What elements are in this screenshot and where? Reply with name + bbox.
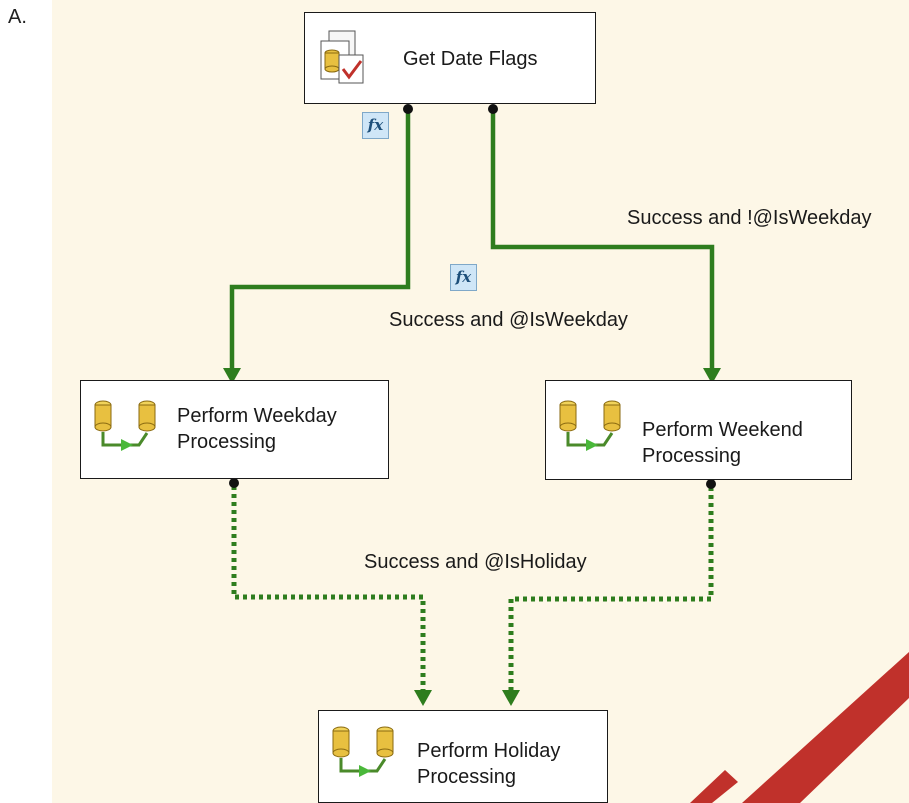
task-perform-weekend-processing[interactable]: Perform Weekend Processing xyxy=(545,380,852,480)
constraint-label-weekend: Success and !@IsWeekday xyxy=(627,207,872,229)
task-label: Perform Holiday Processing xyxy=(417,740,561,788)
expression-fx-icon: fx xyxy=(450,264,477,291)
arrowhead-icon xyxy=(502,690,520,706)
connector-weekday[interactable] xyxy=(223,104,413,384)
task-label: Perform Weekday Processing xyxy=(177,405,337,453)
task-perform-weekday-processing[interactable]: Perform Weekday Processing xyxy=(80,380,389,479)
connector-origin-dot xyxy=(488,104,498,114)
connector-weekend-to-holiday[interactable] xyxy=(502,479,716,706)
data-flow-task-icon xyxy=(559,400,621,451)
option-label: A. xyxy=(8,6,27,28)
task-perform-holiday-processing[interactable]: Perform Holiday Processing xyxy=(318,710,608,803)
task-get-date-flags[interactable]: Get Date Flags xyxy=(304,12,596,104)
connector-origin-dot xyxy=(229,478,239,488)
data-flow-task-icon xyxy=(332,726,394,777)
arrowhead-icon xyxy=(414,690,432,706)
watermark-stroke xyxy=(742,652,909,803)
script-task-icon xyxy=(320,30,364,84)
constraint-label-weekday: Success and @IsWeekday xyxy=(389,309,628,331)
data-flow-task-icon xyxy=(94,400,156,451)
arrowhead-icon xyxy=(703,368,721,384)
arrowhead-icon xyxy=(223,368,241,384)
constraint-label-holiday: Success and @IsHoliday xyxy=(364,551,587,573)
connector-weekday-to-holiday[interactable] xyxy=(229,478,432,706)
expression-fx-icon: fx xyxy=(362,112,389,139)
task-label: Get Date Flags xyxy=(403,48,538,70)
watermark-stroke xyxy=(690,770,738,803)
connector-weekend[interactable] xyxy=(488,104,721,384)
connector-origin-dot xyxy=(403,104,413,114)
connector-origin-dot xyxy=(706,479,716,489)
task-label: Perform Weekend Processing xyxy=(642,419,803,467)
